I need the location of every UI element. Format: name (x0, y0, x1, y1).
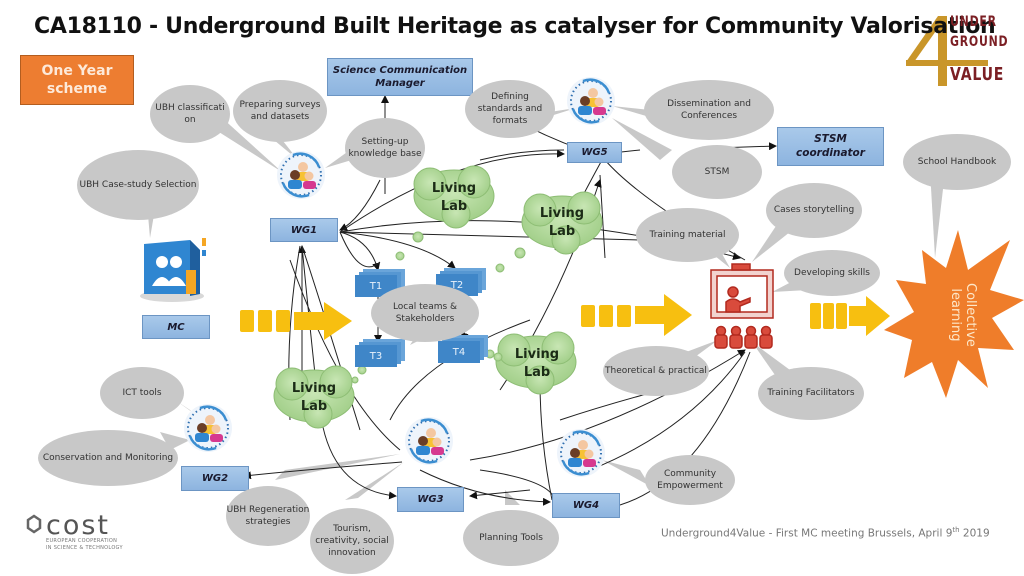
wg-group-icons (182, 75, 617, 479)
people-icon-wg5 (565, 75, 617, 127)
bubble-case-study-selection: UBH Case-study Selection (77, 150, 199, 220)
bubble-local-teams: Local teams & Stakeholders (371, 284, 479, 342)
bubble-school-handbook: School Handbook (903, 134, 1011, 190)
living-lab-label-4: Living Lab (291, 381, 337, 414)
mc-box[interactable]: MC (142, 315, 210, 339)
progress-arrow-1 (240, 302, 352, 340)
bubble-developing-skills: Developing skills (784, 250, 880, 296)
task-t4[interactable]: T4 (438, 341, 480, 363)
footer-meeting-info: Underground4Value - First MC meeting Bru… (661, 526, 990, 540)
cost-logo-word: cost (46, 510, 111, 541)
page-title: CA18110 - Underground Built Heritage as … (34, 14, 996, 39)
people-icon-wg4 (555, 427, 607, 479)
footer-sup: th (952, 526, 960, 534)
bubble-training-material: Training material (636, 208, 739, 262)
wg1-box[interactable]: WG1 (270, 218, 338, 242)
bubble-ubh-classification: UBH classificati on (150, 85, 230, 143)
cost-logo-line2: IN SCIENCE & TECHNOLOGY (46, 545, 123, 551)
bubble-training-facilitators: Training Facilitators (758, 367, 864, 420)
bubble-theoretical-practical: Theoretical & practical (603, 346, 709, 396)
bubble-defining-standards: Defining standards and formats (465, 80, 555, 138)
living-lab-label-3: Living Lab (514, 347, 560, 380)
logo-word-under: UNDER (950, 14, 997, 30)
wg2-box[interactable]: WG2 (181, 466, 249, 491)
logo-word-ground: GROUND (950, 34, 1009, 50)
wg5-box[interactable]: WG5 (567, 142, 622, 163)
wg4-box[interactable]: WG4 (552, 493, 620, 518)
living-lab-label-1: Living Lab (431, 181, 477, 214)
bubble-knowledge-base: Setting-up knowledge base (345, 118, 425, 178)
bubble-cases-storytelling: Cases storytelling (766, 183, 862, 238)
footer-text: Underground4Value - First MC meeting Bru… (661, 527, 953, 540)
progress-arrow-2 (581, 294, 692, 336)
underground4value-logo-mark (906, 16, 988, 86)
mc-building-icon (140, 238, 206, 302)
footer-year: 2019 (959, 527, 990, 540)
task-t3[interactable]: T3 (355, 345, 397, 367)
living-lab-cloud-1 (413, 165, 495, 229)
bubble-planning-tools: Planning Tools (463, 510, 559, 566)
bubble-preparing-surveys: Preparing surveys and datasets (233, 80, 327, 142)
people-icon-wg1 (277, 151, 325, 199)
cost-hexagon-icon (26, 514, 42, 534)
people-icon-wg3 (403, 415, 455, 467)
cost-logo-line1: EUROPEAN COOPERATION (46, 538, 118, 544)
people-icon-wg2 (182, 402, 234, 454)
living-lab-label-2: Living Lab (539, 206, 585, 239)
collective-learning-label: Collective learning (948, 283, 978, 347)
living-lab-cloud-4 (273, 365, 355, 429)
logo-word-value: VALUE (950, 64, 1005, 85)
bubble-tourism-creativity: Tourism, creativity, social innovation (310, 508, 394, 574)
wg3-box[interactable]: WG3 (397, 487, 464, 512)
living-lab-cloud-2 (521, 191, 603, 255)
training-presenter-icon (710, 263, 774, 349)
living-lab-cloud-3 (495, 331, 577, 395)
bubble-regeneration-strategies: UBH Regeneration strategies (226, 486, 310, 546)
stsm-coordinator-box[interactable]: STSM coordinator (777, 127, 884, 166)
bubble-conservation-monitoring: Conservation and Monitoring (38, 430, 178, 486)
bubble-ict-tools: ICT tools (100, 367, 184, 419)
collective-starburst (884, 230, 1024, 398)
one-year-scheme-label: One Year scheme (20, 55, 134, 105)
bubble-community-empowerment: Community Empowerment (645, 455, 735, 505)
bubble-dissemination: Dissemination and Conferences (644, 80, 774, 140)
bubble-stsm: STSM (672, 145, 762, 199)
science-communication-manager-box[interactable]: Science Communication Manager (327, 58, 473, 96)
progress-arrow-3 (810, 296, 890, 336)
